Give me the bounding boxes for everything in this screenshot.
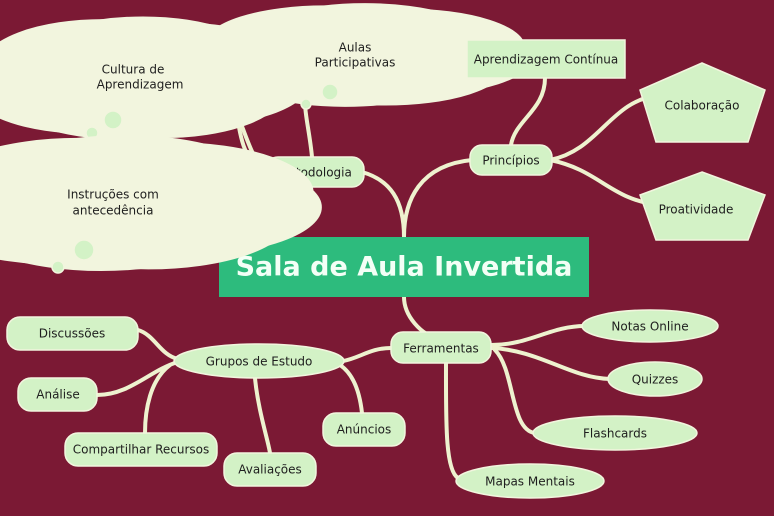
node-label: Aprendizagem Contínua <box>474 53 619 67</box>
node-label: Ferramentas <box>403 342 479 356</box>
node-label: Quizzes <box>632 373 679 387</box>
node-principios[interactable]: Princípios <box>469 144 553 176</box>
node-ferramentas[interactable]: Ferramentas <box>390 331 492 364</box>
node-label: Colaboração <box>665 99 740 113</box>
node-discussoes[interactable]: Discussões <box>6 316 139 351</box>
node-label: Anúncios <box>337 423 392 437</box>
central-topic-box <box>219 237 589 297</box>
node-label: Princípios <box>482 154 539 168</box>
node-label: Avaliações <box>238 463 302 477</box>
node-label: Flashcards <box>583 427 647 441</box>
node-compartilhar-recursos[interactable]: Compartilhar Recursos <box>64 432 218 467</box>
node-flashcards[interactable]: Flashcards <box>532 415 698 451</box>
node-avaliacoes[interactable]: Avaliações <box>223 452 317 487</box>
node-label: Aulas <box>339 41 372 55</box>
node-label: Notas Online <box>611 320 688 334</box>
links <box>95 58 662 480</box>
cloud-cultura-de-aprendizagem[interactable]: Cultura de Aprendizagem <box>31 45 235 139</box>
node-label: Cultura de <box>102 63 165 77</box>
node-quizzes[interactable]: Quizzes <box>607 361 703 397</box>
node-grupos-de-estudo[interactable]: Grupos de Estudo <box>173 343 345 379</box>
node-label: Grupos de Estudo <box>206 355 313 369</box>
node-label: Proatividade <box>659 203 734 217</box>
node-label: antecedência <box>73 204 154 218</box>
cloud-instrucoes-com-antecedencia[interactable]: Instruções com antecedência <box>0 166 233 273</box>
node-label: Análise <box>36 388 79 402</box>
node-label: Compartilhar Recursos <box>73 443 210 457</box>
node-proatividade[interactable]: Proatividade <box>639 171 766 241</box>
node-label: Instruções com <box>67 188 159 202</box>
node-mapas-mentais[interactable]: Mapas Mentais <box>455 463 605 499</box>
node-anuncios[interactable]: Anúncios <box>322 412 406 447</box>
node-label: Discussões <box>39 327 106 341</box>
node-colaboracao[interactable]: Colaboração <box>639 62 766 143</box>
cloud-aulas-participativas[interactable]: Aulas Participativas <box>253 27 457 109</box>
central-topic-label: Sala de Aula Invertida <box>236 252 573 283</box>
node-label: Aprendizagem <box>97 78 184 92</box>
node-label: Participativas <box>315 56 396 70</box>
central-topic[interactable]: Sala de Aula Invertida <box>219 237 589 297</box>
node-aprendizagem-continua[interactable]: Aprendizagem Contínua <box>466 39 626 79</box>
node-label: Mapas Mentais <box>485 475 575 489</box>
node-notas-online[interactable]: Notas Online <box>581 309 719 343</box>
node-analise[interactable]: Análise <box>17 377 98 412</box>
